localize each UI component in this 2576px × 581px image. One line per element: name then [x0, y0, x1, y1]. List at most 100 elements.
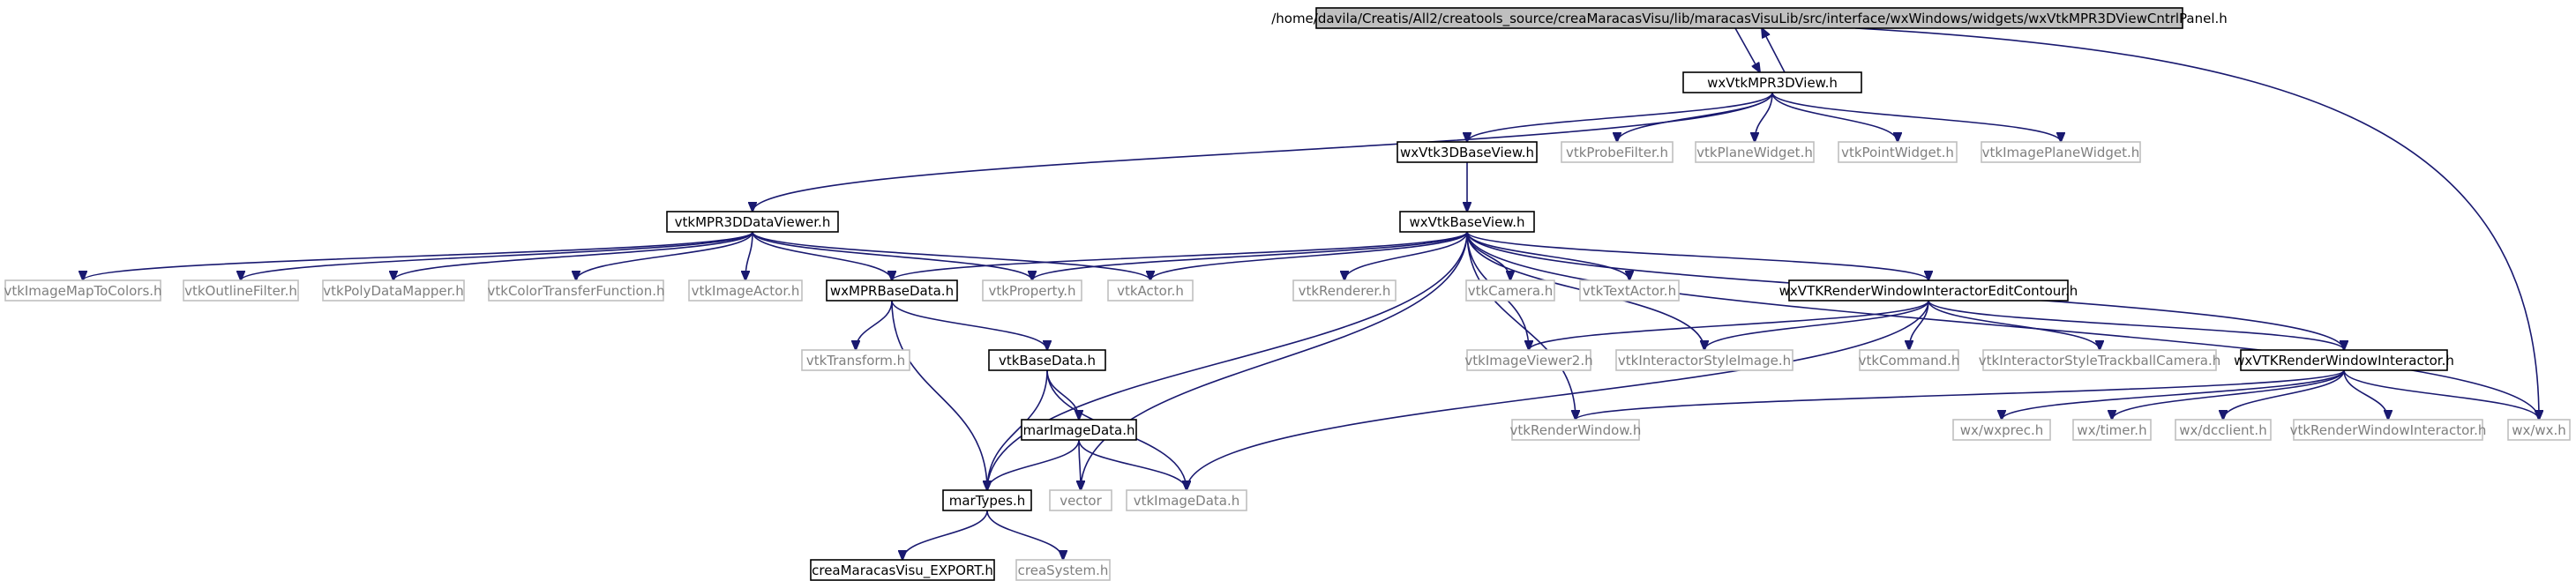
node-system-box: [1015, 559, 1111, 581]
node-colortf-box: [488, 279, 664, 302]
node-property-label: vtkProperty.h: [988, 283, 1075, 299]
edge-root-to-mpr3dview: [1734, 27, 1760, 72]
node-isimage: vtkInteractorStyleImage.h: [1615, 349, 1793, 371]
node-martypes-label: marTypes.h: [949, 493, 1026, 509]
edge-editcontour-to-vtkimagedata: [1187, 300, 1929, 490]
node-marimagedata[interactable]: marImageData.h: [1021, 419, 1137, 441]
node-timer: wx/timer.h: [2072, 419, 2152, 441]
edge-mpr3dview-to-imgplanew: [1771, 92, 2061, 142]
node-actor-label: vtkActor.h: [1117, 283, 1184, 299]
node-timer-box: [2072, 419, 2152, 441]
node-dcclient-label: wx/dcclient.h: [2179, 422, 2266, 438]
node-imgplanew: vtkImagePlaneWidget.h: [1981, 141, 2141, 163]
node-imgactor: vtkImageActor.h: [688, 279, 803, 302]
edge-mprdataviewer-to-colortf: [576, 231, 753, 280]
node-renderer: vtkRenderer.h: [1292, 279, 1397, 302]
edge-mprdataviewer-to-actor: [752, 231, 1150, 280]
node-rwi[interactable]: wxVTKRenderWindowInteractor.h: [2234, 349, 2454, 371]
node-export-label: creaMaracasVisu_EXPORT.h: [812, 562, 993, 579]
node-transform: vtkTransform.h: [801, 349, 910, 371]
node-isimage-box: [1615, 349, 1793, 371]
node-martypes-box: [942, 489, 1032, 511]
node-wxprec-label: wx/wxprec.h: [1960, 422, 2043, 438]
edge-editcontour-to-imgviewer2: [1529, 300, 1929, 350]
node-basedata-label: vtkBaseData.h: [999, 353, 1096, 369]
node-wxwx-box: [2507, 419, 2571, 441]
node-vector: vector: [1049, 489, 1112, 511]
node-renderwindow-box: [1511, 419, 1640, 441]
edge-mpr3dview-to-mprdataviewer: [753, 92, 1773, 212]
node-outline: vtkOutlineFilter.h: [183, 279, 299, 302]
node-vtk3dbase[interactable]: wxVtk3DBaseView.h: [1397, 141, 1538, 163]
node-actor: vtkActor.h: [1107, 279, 1194, 302]
edge-vtkbaseview-to-renderer: [1344, 231, 1468, 280]
node-basedata-box: [988, 349, 1106, 371]
node-root[interactable]: /home/davila/Creatis/All2/creatools_sour…: [1271, 7, 2228, 29]
node-colortf-label: vtkColorTransferFunction.h: [488, 283, 665, 299]
node-system: creaSystem.h: [1015, 559, 1111, 581]
node-wxprec-box: [1952, 419, 2051, 441]
edge-basedata-to-martypes: [987, 369, 1048, 490]
node-mpr3dview[interactable]: wxVtkMPR3DView.h: [1682, 71, 1862, 93]
edge-vtkbaseview-to-mprbasedata: [892, 231, 1468, 280]
node-command: vtkCommand.h: [1859, 349, 1959, 371]
node-outline-box: [183, 279, 299, 302]
node-vector-label: vector: [1060, 493, 1102, 509]
node-vtkrwi-box: [2293, 419, 2483, 441]
node-istrackball: vtkInteractorStyleTrackballCamera.h: [1979, 349, 2220, 371]
edge-mpr3dview-to-probe: [1617, 92, 1773, 142]
edge-vtkbaseview-to-renderwindow: [1466, 231, 1576, 420]
node-editcontour-label: wxVTKRenderWindowInteractorEditContour.h: [1779, 283, 2078, 299]
node-vtkimagedata-box: [1126, 489, 1247, 511]
node-basedata[interactable]: vtkBaseData.h: [988, 349, 1106, 371]
node-vtkbaseview[interactable]: wxVtkBaseView.h: [1399, 211, 1535, 233]
node-root-label: /home/davila/Creatis/All2/creatools_sour…: [1271, 11, 2228, 27]
node-martypes[interactable]: marTypes.h: [942, 489, 1032, 511]
node-marimagedata-box: [1021, 419, 1137, 441]
edge-rwi-to-timer: [2112, 369, 2345, 420]
edge-rwi-to-dcclient: [2223, 369, 2345, 420]
node-istrackball-box: [1982, 349, 2217, 371]
node-editcontour[interactable]: wxVTKRenderWindowInteractorEditContour.h: [1779, 279, 2078, 302]
node-outline-label: vtkOutlineFilter.h: [184, 283, 297, 299]
node-property: vtkProperty.h: [982, 279, 1082, 302]
node-root-box: [1315, 7, 2183, 29]
node-editcontour-box: [1788, 279, 2069, 302]
node-polymapper: vtkPolyDataMapper.h: [322, 279, 465, 302]
node-renderer-box: [1292, 279, 1397, 302]
edge-marimagedata-to-martypes: [987, 439, 1080, 490]
node-textactor-label: vtkTextActor.h: [1583, 283, 1676, 299]
edge-vtkbaseview-to-vector: [1081, 231, 1468, 490]
node-camera: vtkCamera.h: [1465, 279, 1555, 302]
edge-editcontour-to-isimage: [1704, 300, 1929, 350]
node-imgplanew-label: vtkImagePlaneWidget.h: [1982, 145, 2140, 160]
node-renderwindow: vtkRenderWindow.h: [1510, 419, 1641, 441]
edge-martypes-to-system: [986, 510, 1063, 560]
node-rwi-box: [2240, 349, 2448, 371]
node-export[interactable]: creaMaracasVisu_EXPORT.h: [810, 559, 995, 581]
node-planew-box: [1695, 141, 1815, 163]
node-command-box: [1859, 349, 1959, 371]
node-mprdataviewer-label: vtkMPR3DDataViewer.h: [675, 214, 831, 230]
edge-vtkbaseview-to-martypes: [987, 231, 1468, 490]
edge-vtkbaseview-to-actor: [1150, 231, 1468, 280]
node-vector-box: [1049, 489, 1112, 511]
node-vtkrwi: vtkRenderWindowInteractor.h: [2290, 419, 2487, 441]
edge-mpr3dview-to-root: [1762, 28, 1786, 73]
node-vtk3dbase-label: wxVtk3DBaseView.h: [1400, 145, 1534, 160]
edge-mprbasedata-to-martypes: [891, 300, 987, 490]
node-imgactor-box: [688, 279, 803, 302]
node-marimagedata-label: marImageData.h: [1022, 422, 1134, 438]
node-wxprec: wx/wxprec.h: [1952, 419, 2051, 441]
node-mprdataviewer[interactable]: vtkMPR3DDataViewer.h: [666, 211, 839, 233]
node-dcclient-box: [2175, 419, 2272, 441]
node-mprbasedata[interactable]: wxMPRBaseData.h: [826, 279, 958, 302]
node-dcclient: wx/dcclient.h: [2175, 419, 2272, 441]
node-pointw-box: [1838, 141, 1958, 163]
edge-marimagedata-to-vtkimagedata: [1078, 439, 1187, 490]
node-vtkrwi-label: vtkRenderWindowInteractor.h: [2290, 422, 2487, 438]
node-imgmap: vtkImageMapToColors.h: [4, 279, 162, 302]
edge-mprdataviewer-to-outline: [241, 231, 753, 280]
node-polymapper-label: vtkPolyDataMapper.h: [323, 283, 463, 299]
